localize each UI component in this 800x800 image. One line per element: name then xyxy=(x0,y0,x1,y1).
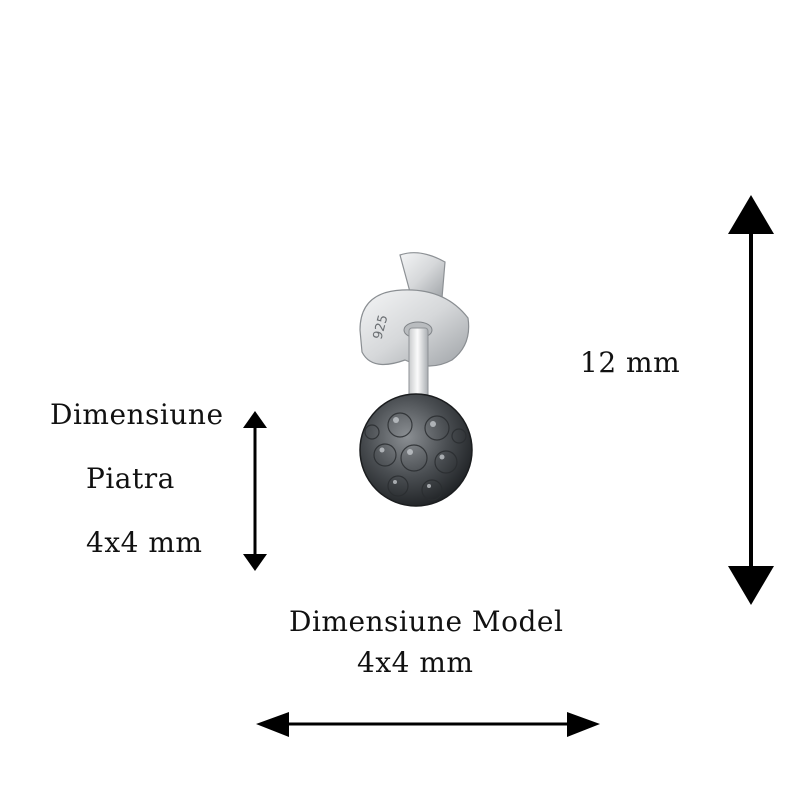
stone-size-arrow xyxy=(243,411,267,571)
model-size-label: 4x4 mm xyxy=(357,646,474,679)
height-arrow xyxy=(728,195,774,605)
model-title: Dimensiune Model xyxy=(289,605,564,638)
stone-title-line1: Dimensiune xyxy=(50,398,224,431)
crystal-ball xyxy=(359,393,473,507)
stone-title-line2: Piatra xyxy=(86,462,175,495)
hallmark-text: 925 xyxy=(371,313,392,341)
stone-size-label: 4x4 mm xyxy=(86,526,203,559)
height-size-label: 12 mm xyxy=(580,346,681,379)
model-width-arrow xyxy=(256,712,600,737)
